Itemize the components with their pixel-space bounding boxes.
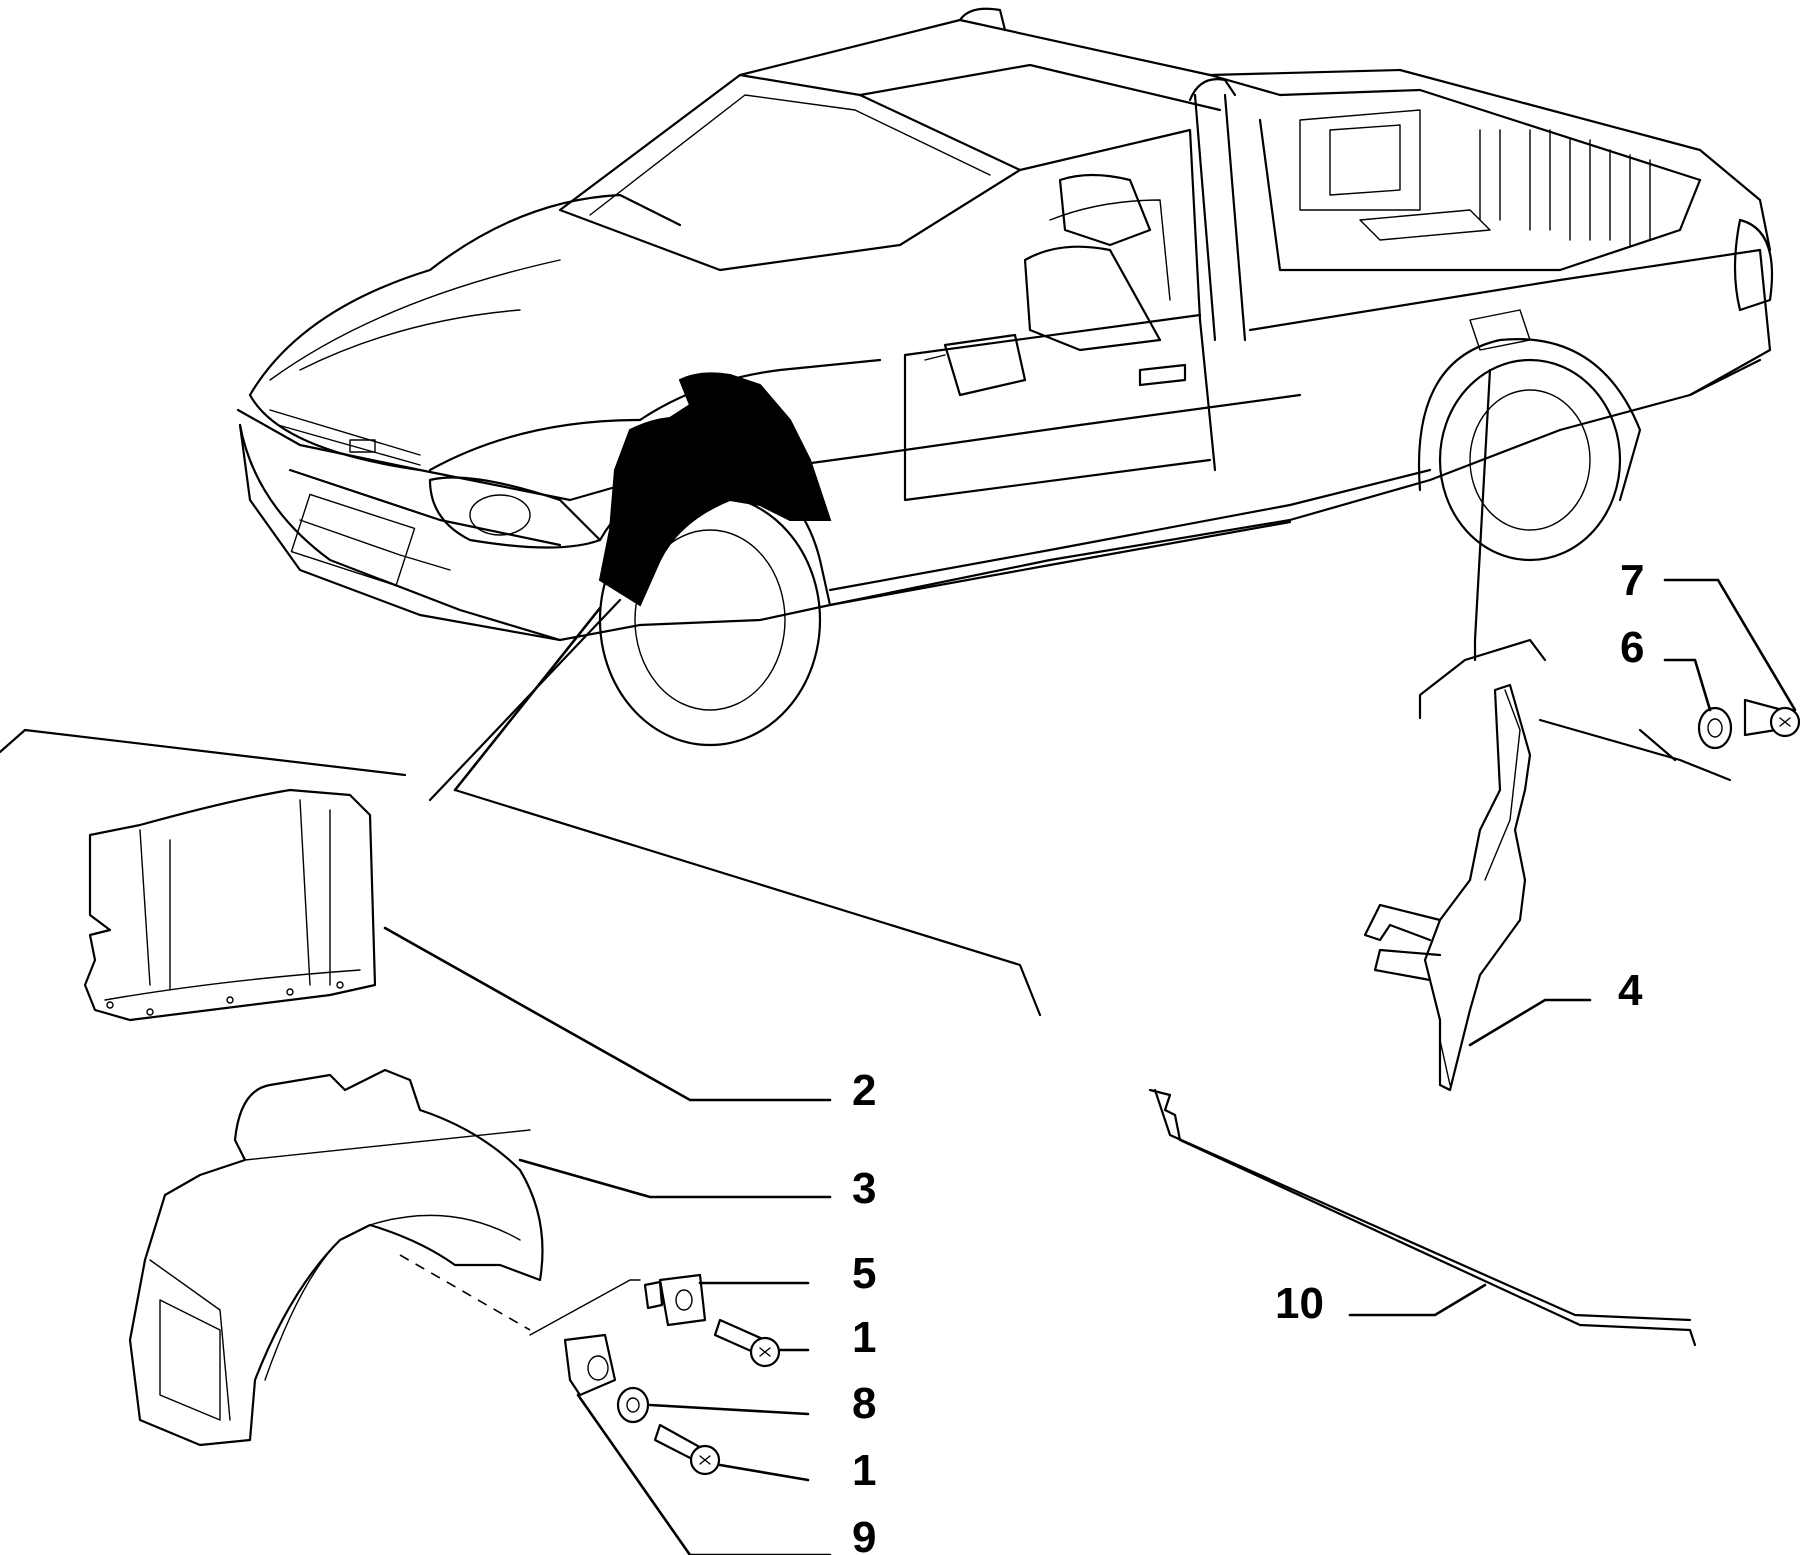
part-4-locator bbox=[1473, 368, 1492, 662]
callout-3: 3 bbox=[852, 1164, 876, 1213]
leader-lines bbox=[383, 578, 1797, 1555]
part-4-fastener-bracket bbox=[1538, 718, 1732, 782]
part-5-clip-nut bbox=[643, 1273, 707, 1327]
part-2-splash-panel bbox=[83, 788, 377, 1022]
callout-10: 10 bbox=[1275, 1279, 1324, 1328]
callout-1-upper: 1 bbox=[852, 1313, 876, 1362]
callout-8: 8 bbox=[852, 1379, 876, 1428]
part-8-washer bbox=[616, 1386, 650, 1424]
part-4-rear-panel bbox=[1363, 683, 1532, 1092]
callout-1-lower: 1 bbox=[852, 1446, 876, 1495]
part-1-screw-upper bbox=[713, 1318, 781, 1368]
explode-bracket bbox=[0, 598, 1042, 1017]
callout-4: 4 bbox=[1618, 966, 1643, 1015]
callout-6: 6 bbox=[1620, 623, 1644, 672]
highlighted-wheel-arch-liner bbox=[598, 372, 832, 607]
callout-5: 5 bbox=[852, 1249, 876, 1298]
part-10-rod bbox=[1148, 1088, 1697, 1347]
part-3-wheel-arch-liner bbox=[128, 1068, 544, 1447]
part-4-bracket bbox=[1418, 638, 1547, 720]
pickup-vehicle bbox=[236, 7, 1774, 747]
part-9-clip bbox=[563, 1333, 617, 1397]
part-6-washer bbox=[1697, 706, 1733, 750]
part-1-screw-lower bbox=[653, 1423, 721, 1476]
callout-7: 7 bbox=[1620, 556, 1644, 605]
callout-9: 9 bbox=[852, 1513, 876, 1555]
part-7-screw bbox=[1743, 698, 1800, 738]
callout-2: 2 bbox=[852, 1066, 876, 1115]
